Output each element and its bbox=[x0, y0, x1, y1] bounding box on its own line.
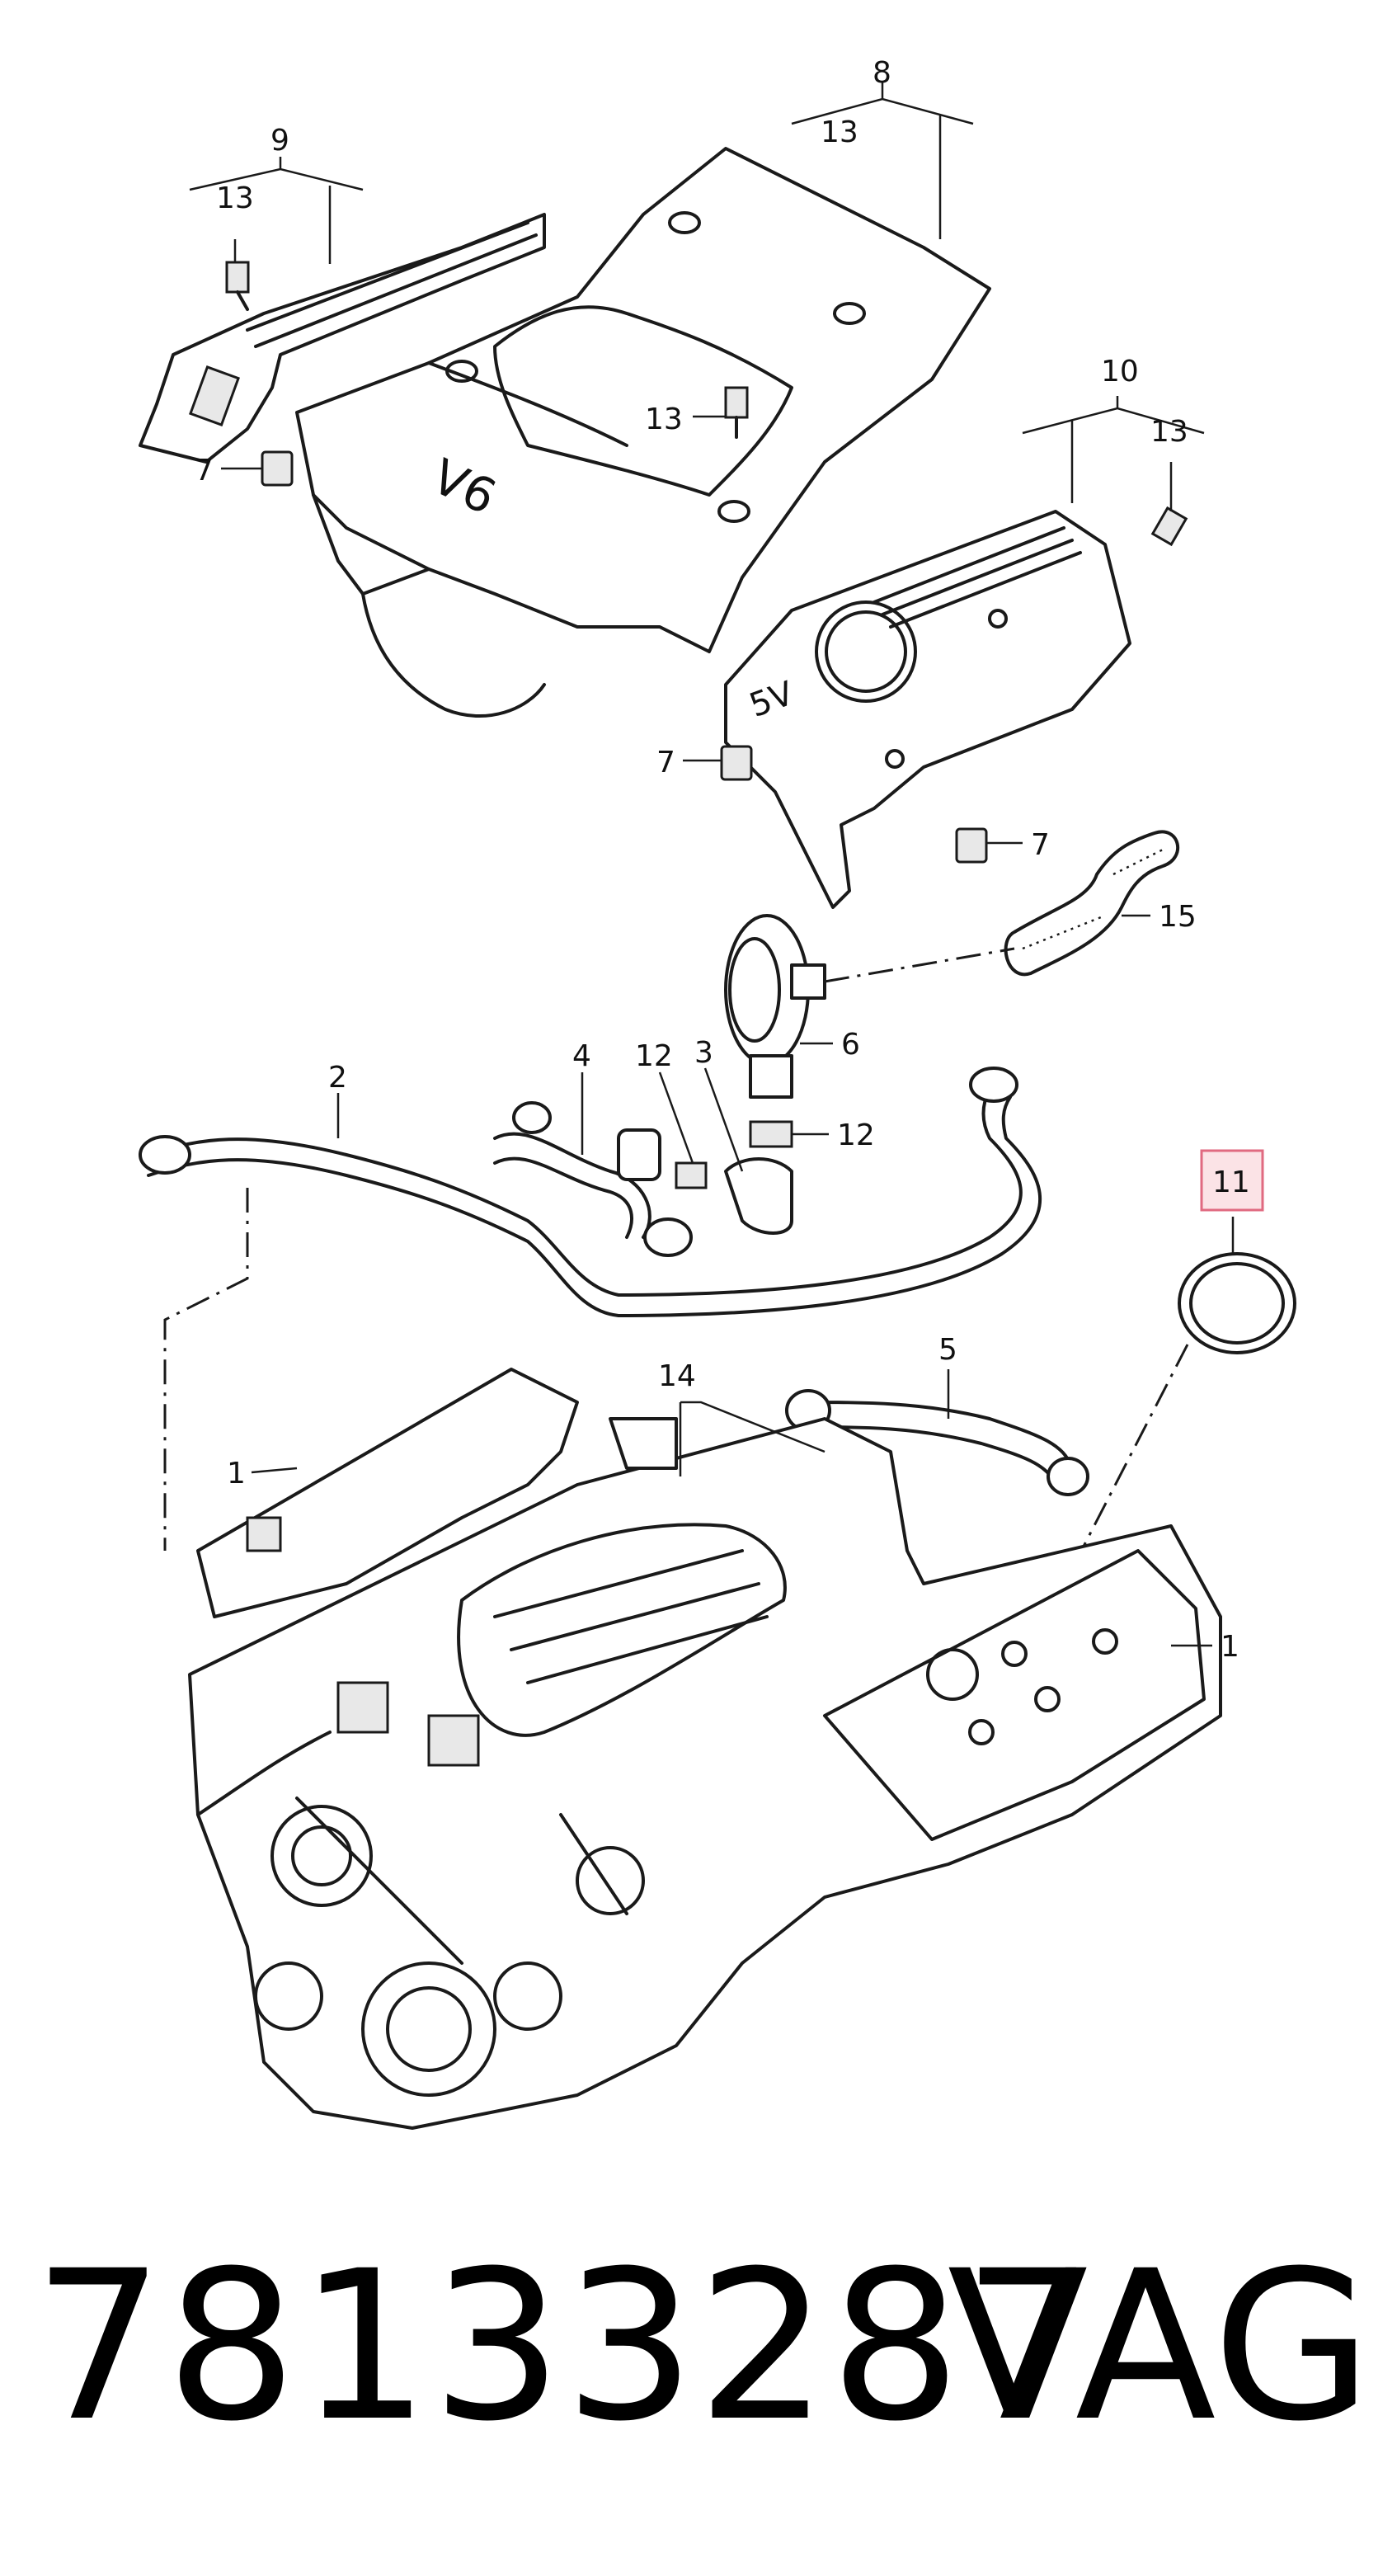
callout-5: 5 bbox=[938, 1333, 957, 1367]
callout-10: 10 bbox=[1101, 355, 1139, 389]
callout-4: 4 bbox=[572, 1039, 591, 1073]
leader-lines bbox=[189, 82, 1235, 1647]
highlight-box-11 bbox=[1200, 1149, 1264, 1212]
callout-7: 7 bbox=[195, 454, 214, 487]
bolt-13b bbox=[724, 386, 749, 439]
clamp-12a bbox=[675, 1161, 708, 1189]
callout-15: 15 bbox=[1159, 900, 1197, 934]
callout-14: 14 bbox=[658, 1359, 696, 1393]
clip-7a bbox=[261, 450, 294, 487]
cover-strip-right: 5V bbox=[724, 510, 1131, 909]
callout-13: 13 bbox=[216, 181, 254, 215]
bolt-13c bbox=[1150, 506, 1188, 547]
callout-13: 13 bbox=[645, 403, 683, 436]
clip-7c bbox=[955, 827, 988, 864]
clip-7b bbox=[720, 745, 753, 781]
callout-1: 1 bbox=[227, 1457, 246, 1491]
brand-label: VAG bbox=[947, 2226, 1372, 2466]
callout-13: 13 bbox=[821, 115, 858, 149]
callout-6: 6 bbox=[841, 1028, 860, 1062]
callout-7: 7 bbox=[656, 746, 675, 779]
callout-13: 13 bbox=[1150, 415, 1188, 449]
callout-9: 9 bbox=[270, 124, 289, 158]
callout-8: 8 bbox=[873, 56, 891, 90]
callout-2: 2 bbox=[328, 1061, 347, 1095]
callout-7: 7 bbox=[1031, 828, 1050, 862]
engine-cover-top: V6 bbox=[295, 147, 991, 718]
engine-block bbox=[188, 1368, 1222, 2130]
valve-6 bbox=[724, 914, 1015, 1099]
part-number: 78133287 bbox=[33, 2226, 1096, 2466]
gasket-11 bbox=[1046, 1252, 1296, 1618]
callout-labels: 8 13 9 13 13 10 13 7 7 7 15 6 2 4 12 3 1… bbox=[195, 56, 1250, 1664]
callout-3: 3 bbox=[694, 1036, 713, 1070]
callout-12: 12 bbox=[635, 1039, 673, 1073]
clamp-12b bbox=[749, 1120, 793, 1148]
hose-3 bbox=[724, 1157, 793, 1235]
hose-4 bbox=[493, 1101, 693, 1257]
callout-11: 11 bbox=[1212, 1166, 1250, 1199]
hose-5 bbox=[785, 1389, 1089, 1496]
hose-15 bbox=[1004, 830, 1179, 977]
bolt-13a bbox=[225, 261, 250, 311]
hose-2 bbox=[139, 1067, 1042, 1317]
parts-diagram: V6 5V bbox=[139, 56, 1296, 2130]
callout-12: 12 bbox=[837, 1118, 875, 1152]
callout-1: 1 bbox=[1221, 1630, 1239, 1664]
cover-strip-left bbox=[139, 213, 546, 464]
